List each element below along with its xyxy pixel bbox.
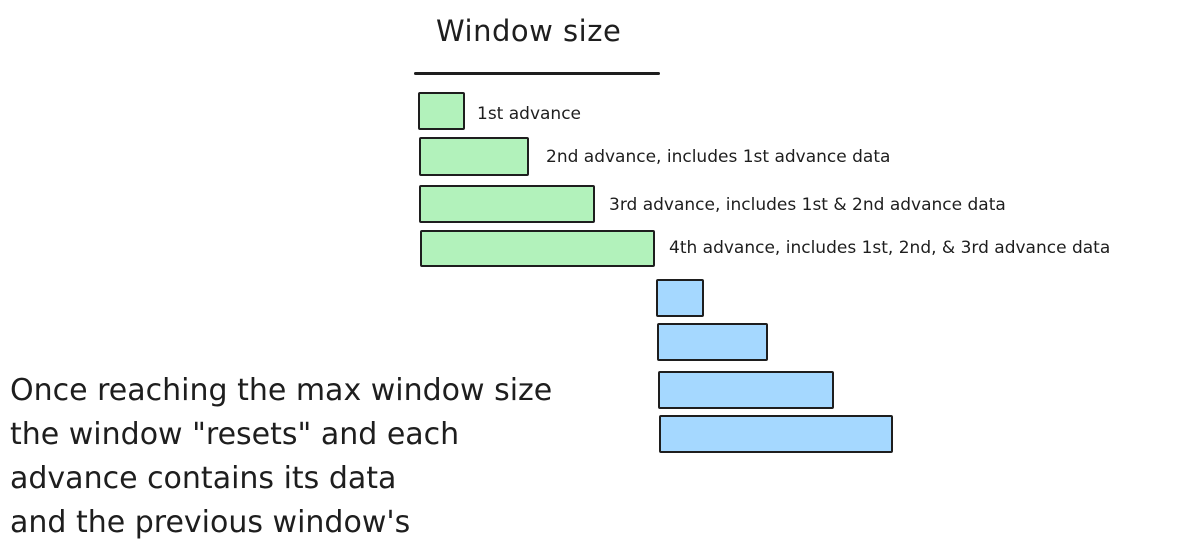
advance-2-label: 2nd advance, includes 1st advance data <box>546 147 891 167</box>
window1-bar-3 <box>419 185 595 223</box>
window2-bar-1 <box>656 279 704 317</box>
advance-4-label: 4th advance, includes 1st, 2nd, & 3rd ad… <box>669 238 1111 258</box>
window2-bar-3 <box>658 371 834 409</box>
note-line-1: Once reaching the max window size <box>10 373 553 408</box>
window1-bar-2 <box>419 137 529 176</box>
window1-bar-1 <box>418 92 465 130</box>
window2-bar-2 <box>657 323 768 361</box>
advance-3-label: 3rd advance, includes 1st & 2nd advance … <box>609 195 1006 215</box>
title: Window size <box>436 14 622 48</box>
note-line-2: the window "resets" and each <box>10 417 460 452</box>
explanation-note: Once reaching the max window size the wi… <box>10 369 620 545</box>
note-line-3: advance contains its data <box>10 461 397 496</box>
window1-bar-4 <box>420 230 655 267</box>
note-line-4: and the previous window's <box>10 505 411 540</box>
window2-bar-4 <box>659 415 893 453</box>
advance-1-label: 1st advance <box>477 104 582 124</box>
title-underline <box>414 72 660 75</box>
